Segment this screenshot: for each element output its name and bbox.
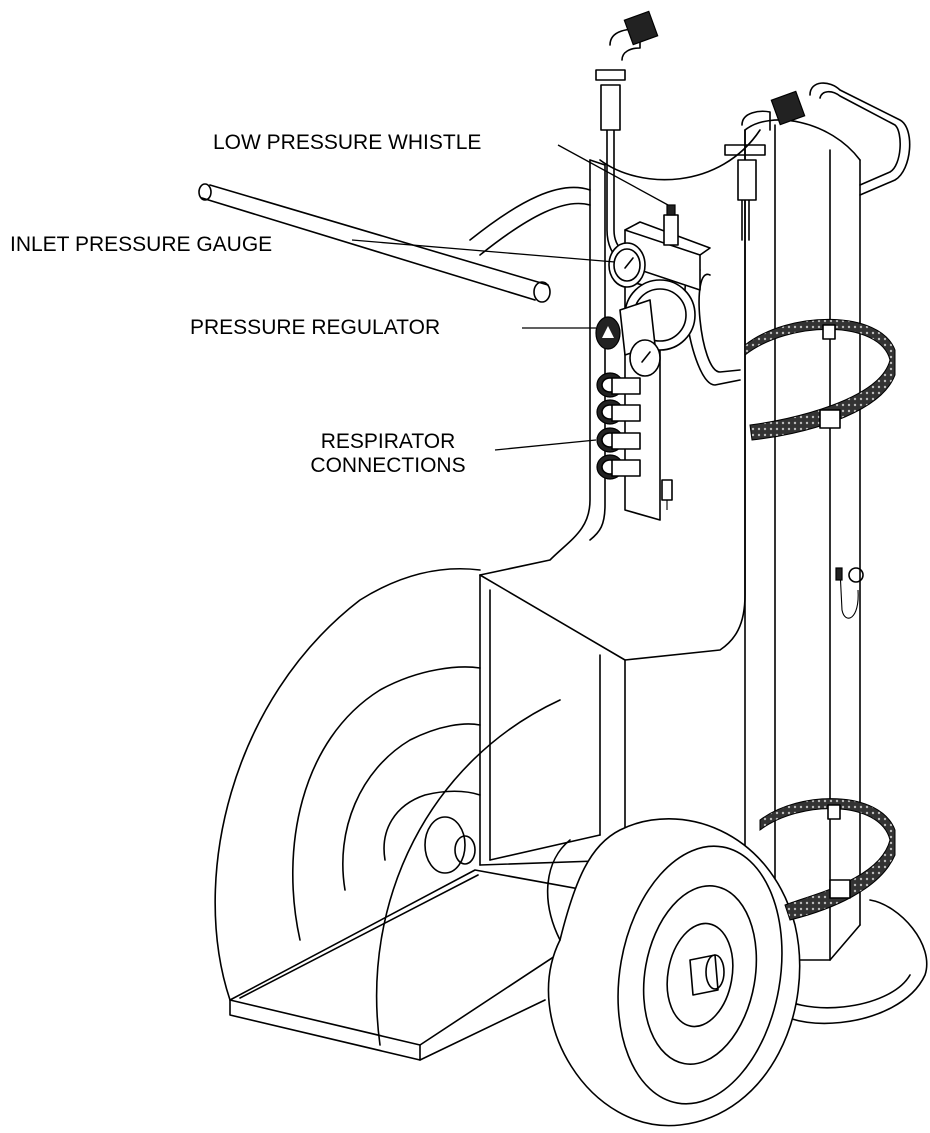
tank-top-curve: [599, 129, 761, 181]
label-inlet-pressure-gauge: INLET PRESSURE GAUGE: [10, 233, 273, 256]
label-respirator-line2: CONNECTIONS: [310, 454, 466, 477]
hose-right: [724, 90, 806, 241]
leader-inlet-pressure-gauge: [351, 239, 616, 263]
lower-box: [479, 574, 641, 866]
label-pressure-regulator: PRESSURE REGULATOR: [190, 316, 441, 339]
label-respirator-connections: RESPIRATOR CONNECTIONS: [288, 430, 488, 478]
label-respirator-line1: RESPIRATOR: [320, 430, 456, 453]
tank-strap-upper: [744, 318, 896, 441]
cart-handle-right: [809, 82, 911, 196]
respirator-couplers: [596, 372, 673, 510]
tank-strap-lower: [759, 798, 896, 921]
return-hose-inner: [698, 273, 741, 373]
front-panel: [479, 129, 746, 661]
leader-respirator-connections: [494, 439, 597, 451]
leader-low-pressure-whistle: [557, 144, 669, 206]
rear-wheel: [214, 567, 481, 1001]
hose-left: [595, 10, 659, 267]
cart-handle-left: [198, 183, 591, 303]
front-wheel: [546, 818, 801, 1127]
cylinder-tank: [744, 119, 861, 961]
inlet-gauge: [608, 242, 646, 288]
outlet-gauge: [629, 339, 661, 377]
tank-clip: [835, 567, 864, 619]
label-low-pressure-whistle: LOW PRESSURE WHISTLE: [213, 131, 482, 154]
whistle-fitting: [663, 204, 679, 246]
fender-arc: [375, 699, 561, 1046]
